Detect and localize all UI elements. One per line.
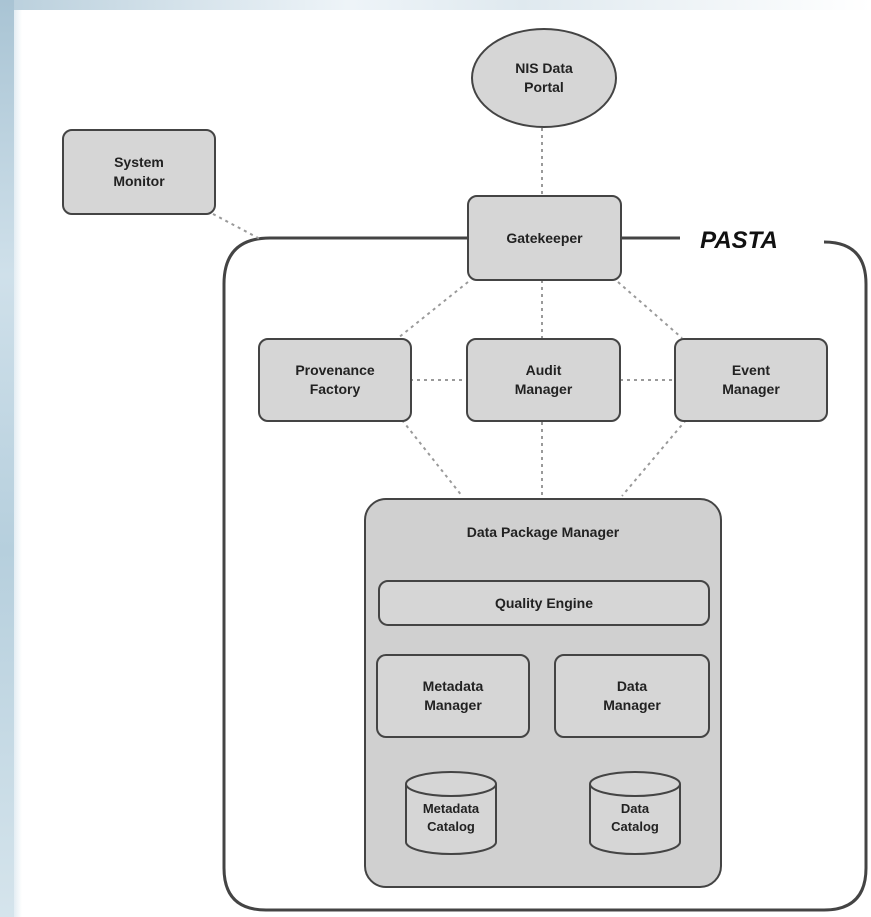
data-catalog-node: Data Catalog — [588, 770, 682, 856]
metadata-manager-node: Metadata Manager — [376, 654, 530, 738]
event-manager-node: Event Manager — [674, 338, 828, 422]
nis-data-portal-node: NIS Data Portal — [471, 28, 617, 128]
data-manager-node: Data Manager — [554, 654, 710, 738]
metadata-catalog-label: Metadata Catalog — [422, 801, 480, 834]
connector-gatekeeper-event — [617, 281, 683, 339]
database-cylinder-icon — [589, 771, 681, 855]
provenance-factory-node: Provenance Factory — [258, 338, 412, 422]
left-background-band — [0, 0, 14, 917]
connector-event-dpm — [621, 419, 687, 497]
pasta-boundary — [222, 236, 868, 912]
system-monitor-node: System Monitor — [62, 129, 216, 215]
pasta-label: PASTA — [680, 224, 798, 258]
quality-engine-node: Quality Engine — [378, 580, 710, 626]
data-catalog-label: Data Catalog — [611, 801, 659, 834]
top-background-band — [0, 0, 871, 10]
database-cylinder-icon — [405, 771, 497, 855]
connector-monitor-pasta — [212, 213, 263, 241]
data-package-manager-title: Data Package Manager — [466, 524, 620, 540]
connector-provenance-dpm — [401, 419, 463, 497]
metadata-catalog-node: Metadata Catalog — [404, 770, 498, 856]
gatekeeper-node: Gatekeeper — [467, 195, 622, 281]
audit-manager-node: Audit Manager — [466, 338, 621, 422]
connector-gatekeeper-provenance — [397, 281, 469, 339]
